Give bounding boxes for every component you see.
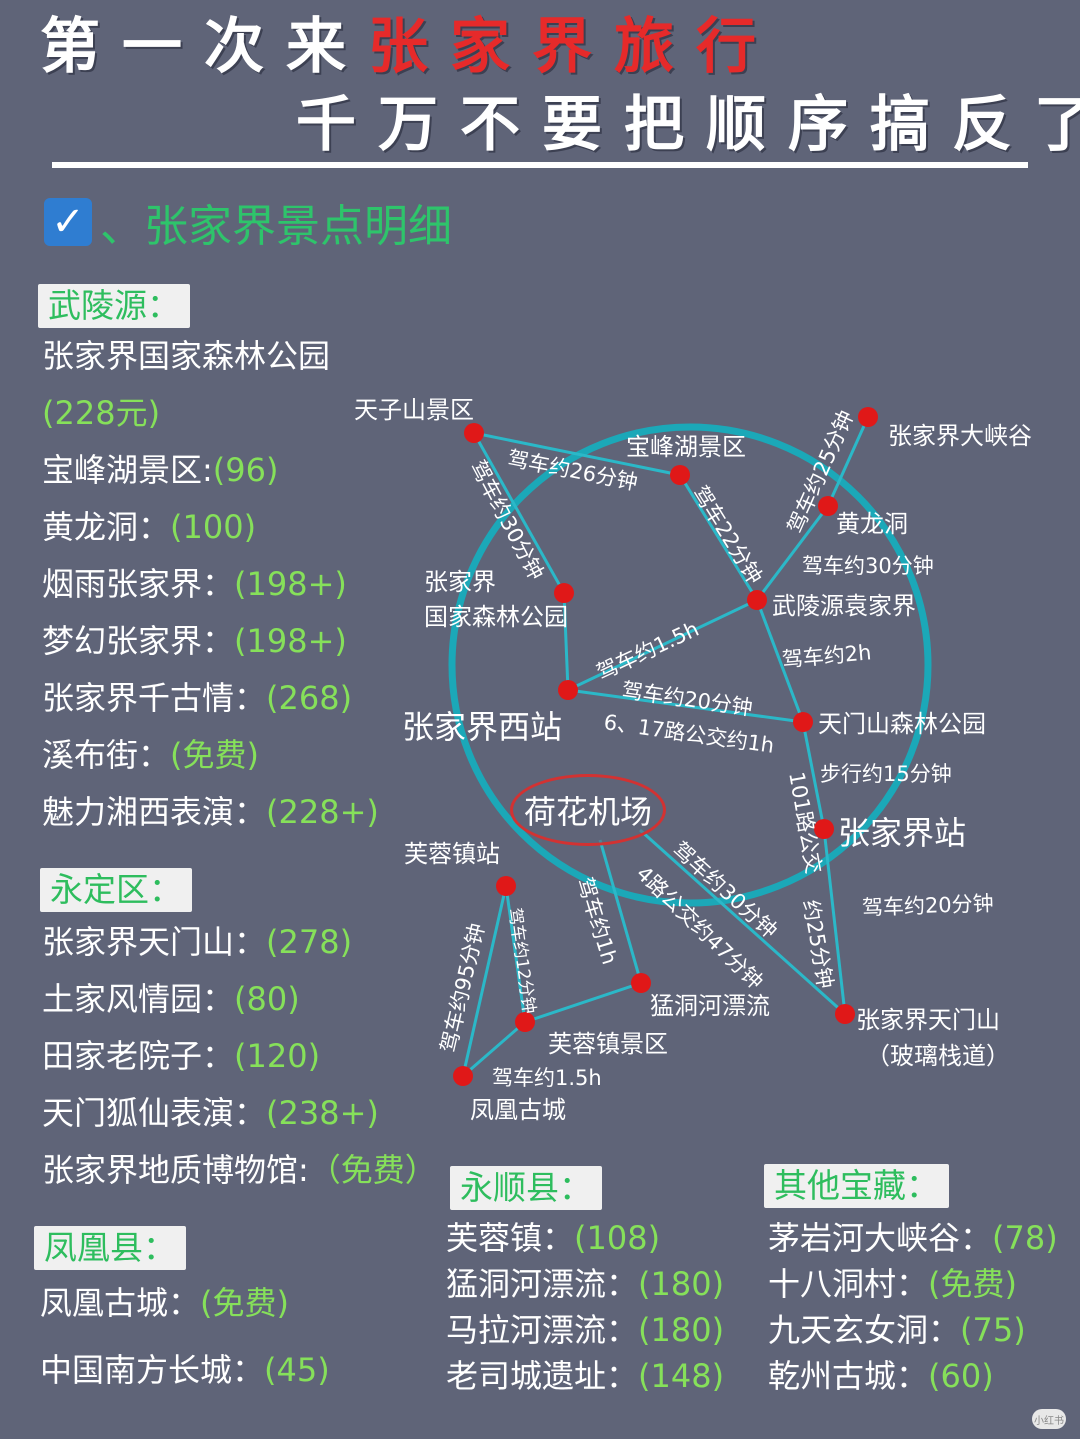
tag-others: 其他宝藏： [764, 1164, 949, 1208]
list-item: 梦幻张家界：(198+) [42, 622, 347, 660]
list-item: 田家老院子：(120) [42, 1037, 321, 1075]
list-item: 张家界国家森林公园 [42, 337, 331, 375]
list-item: 十八洞村：(免费) [768, 1265, 1017, 1303]
node-fenghuang [453, 1066, 473, 1086]
place-airport: 荷花机场 [510, 774, 666, 846]
route-label: 驾车约30分钟 [802, 554, 934, 578]
title-prefix: 第一次来 [40, 12, 368, 82]
list-item: 溪布街：(免费) [42, 736, 259, 774]
node-west-station [558, 680, 578, 700]
list-item: 烟雨张家界：(198+) [42, 565, 347, 603]
page-title-line1: 第一次来张家界旅行 [40, 12, 778, 82]
list-item: (228元) [42, 394, 161, 432]
node-mengdonghe [631, 973, 651, 993]
title-divider [52, 162, 1028, 168]
list-item: 马拉河漂流：(180) [446, 1311, 725, 1349]
place-west-station: 张家界西站 [402, 708, 563, 746]
list-item: 茅岩河大峡谷：(78) [768, 1219, 1058, 1257]
list-item: 宝峰湖景区:(96) [42, 451, 279, 489]
tag-yongding: 永定区： [40, 868, 192, 912]
tag-fenghuang: 凤凰县： [34, 1226, 186, 1270]
section-heading: ✓ 、张家界景点明细 [44, 196, 452, 252]
node-furongzhen-scenic [515, 1012, 535, 1032]
place-tianmenshan-2: （玻璃栈道） [866, 1042, 1010, 1070]
node-daxiagu [858, 407, 878, 427]
node-tianmenshan [835, 1004, 855, 1024]
route-label: 驾车约1.5h [492, 1066, 602, 1090]
list-item: 天门狐仙表演：(238+) [42, 1094, 379, 1132]
list-item: 黄龙洞：(100) [42, 508, 257, 546]
list-item: 张家界千古情：(268) [42, 679, 353, 717]
node-huanglongdong [818, 496, 838, 516]
list-item: 九天玄女洞：(75) [768, 1311, 1026, 1349]
place-daxiagu: 张家界大峡谷 [888, 422, 1032, 450]
checkbox-icon: ✓ [44, 198, 92, 246]
page-title-line2: 千万不要把顺序搞反了 [296, 90, 1080, 160]
title-highlight: 张家界旅行 [368, 12, 778, 82]
route-nodes [453, 407, 878, 1086]
list-item: 老司城遗址：(148) [446, 1357, 725, 1395]
list-item: 魅力湘西表演：(228+) [42, 793, 379, 831]
node-wulingyuan [747, 590, 767, 610]
route-circle [448, 423, 932, 907]
list-item: 土家风情园：(80) [42, 980, 300, 1018]
list-item: 芙蓉镇：(108) [446, 1219, 661, 1257]
place-forest-park-1: 张家界 [424, 568, 496, 596]
place-furongzhen-station: 芙蓉镇站 [404, 840, 500, 868]
place-furongzhen-scenic: 芙蓉镇景区 [548, 1030, 668, 1058]
route-lines [461, 416, 870, 1078]
route-label: 驾车约20分钟 [861, 891, 995, 920]
place-tianmenshan-1: 张家界天门山 [856, 1006, 1000, 1034]
place-baofenghu: 宝峰湖景区 [626, 433, 746, 461]
tag-yongshun: 永顺县： [450, 1166, 602, 1210]
tag-wulingyuan: 武陵源： [38, 284, 190, 328]
watermark-logo: 小红书 [1032, 1409, 1066, 1429]
node-baofenghu [670, 465, 690, 485]
node-furongzhen-station [496, 876, 516, 896]
list-item: 中国南方长城：(45) [40, 1351, 330, 1389]
node-tianzishan [464, 423, 484, 443]
list-item: 张家界天门山：(278) [42, 923, 353, 961]
place-huanglongdong: 黄龙洞 [836, 510, 908, 538]
place-tianmen-forest: 天门山森林公园 [818, 710, 986, 738]
list-item: 乾州古城：(60) [768, 1357, 994, 1395]
place-mengdonghe: 猛洞河漂流 [650, 992, 770, 1020]
section-title: 、张家界景点明细 [100, 201, 452, 252]
list-item: 猛洞河漂流：(180) [446, 1265, 725, 1303]
place-tianzishan: 天子山景区 [354, 396, 474, 424]
place-zjj-station: 张家界站 [838, 814, 967, 852]
place-forest-park-2: 国家森林公园 [424, 603, 568, 631]
place-fenghuang: 凤凰古城 [470, 1096, 566, 1124]
node-zjj-station [814, 819, 834, 839]
node-tianmen-forest [793, 712, 813, 732]
list-item: 凤凰古城：(免费) [40, 1284, 289, 1322]
place-wulingyuan: 武陵源袁家界 [772, 592, 916, 620]
list-item: 张家界地质博物馆:（免费） [42, 1151, 437, 1189]
route-label: 步行约15分钟 [820, 762, 952, 786]
node-forest-park [554, 583, 574, 603]
